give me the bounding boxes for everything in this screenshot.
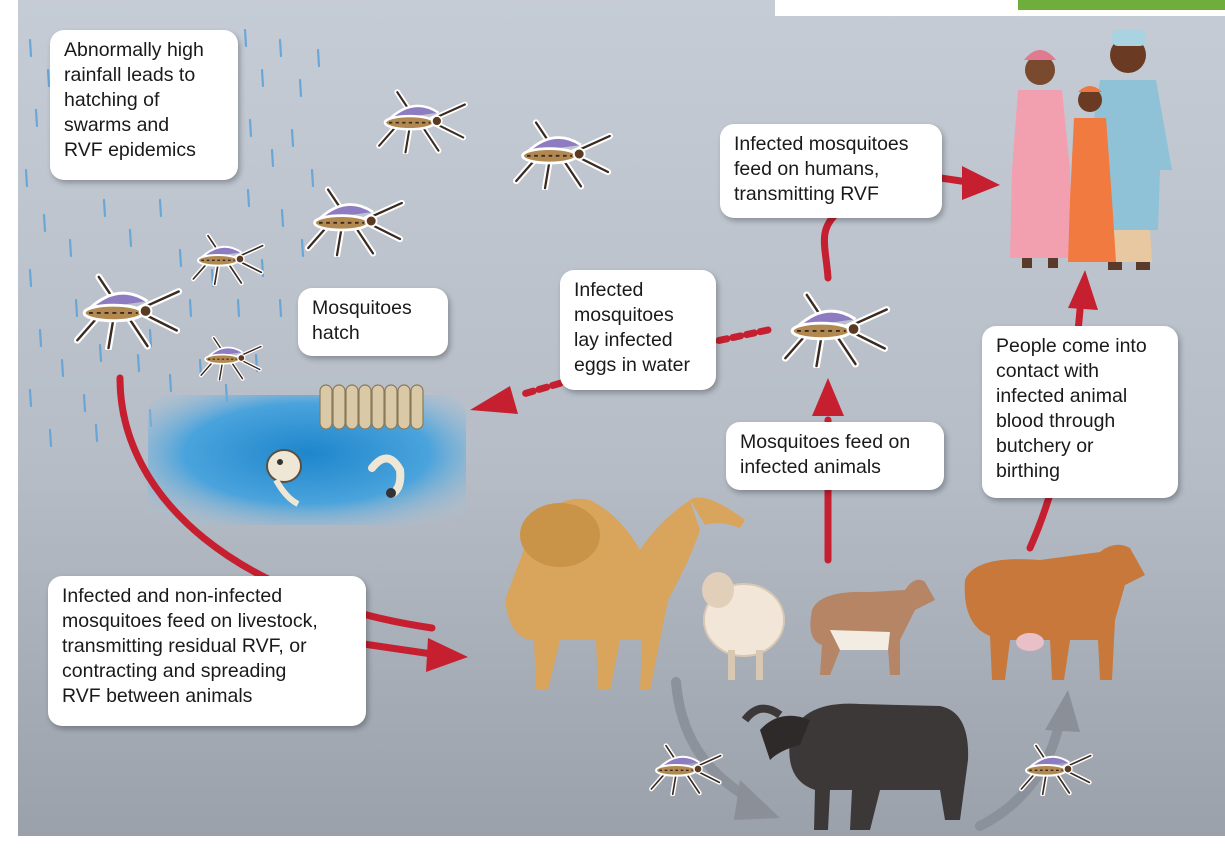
caption-line: transmitting residual RVF, or: [62, 634, 354, 659]
caption-line: mosquitoes: [574, 303, 704, 328]
caption-line: birthing: [996, 459, 1166, 484]
caption-line: Mosquitoes feed on: [740, 430, 932, 455]
caption-line: Infected and non-infected: [62, 584, 354, 609]
caption-line: rainfall leads to: [64, 63, 226, 88]
caption-hatch: Mosquitoes hatch: [298, 288, 448, 356]
caption-line: Mosquitoes: [312, 296, 436, 321]
caption-line: transmitting RVF: [734, 182, 930, 207]
caption-line: infected animals: [740, 455, 932, 480]
caption-line: contracting and spreading: [62, 659, 354, 684]
caption-lay-eggs: Infected mosquitoes lay infected eggs in…: [560, 270, 716, 390]
caption-line: hatch: [312, 321, 436, 346]
caption-line: infected animal: [996, 384, 1166, 409]
caption-line: RVF epidemics: [64, 138, 226, 163]
caption-line: hatching of: [64, 88, 226, 113]
caption-line: lay infected: [574, 328, 704, 353]
caption-line: Infected: [574, 278, 704, 303]
caption-feed-humans: Infected mosquitoes feed on humans, tran…: [720, 124, 942, 218]
caption-line: People come into: [996, 334, 1166, 359]
caption-line: butchery or: [996, 434, 1166, 459]
caption-line: feed on humans,: [734, 157, 930, 182]
caption-contact: People come into contact with infected a…: [982, 326, 1178, 498]
caption-line: mosquitoes feed on livestock,: [62, 609, 354, 634]
caption-line: Abnormally high: [64, 38, 226, 63]
caption-feed-animals: Mosquitoes feed on infected animals: [726, 422, 944, 490]
caption-rainfall: Abnormally high rainfall leads to hatchi…: [50, 30, 238, 180]
caption-line: Infected mosquitoes: [734, 132, 930, 157]
caption-livestock: Infected and non-infected mosquitoes fee…: [48, 576, 366, 726]
caption-line: contact with: [996, 359, 1166, 384]
caption-line: blood through: [996, 409, 1166, 434]
caption-line: swarms and: [64, 113, 226, 138]
caption-line: RVF between animals: [62, 684, 354, 709]
egg-raft-icon: [320, 385, 423, 429]
caption-line: eggs in water: [574, 353, 704, 378]
top-banner-green: [1018, 0, 1225, 10]
